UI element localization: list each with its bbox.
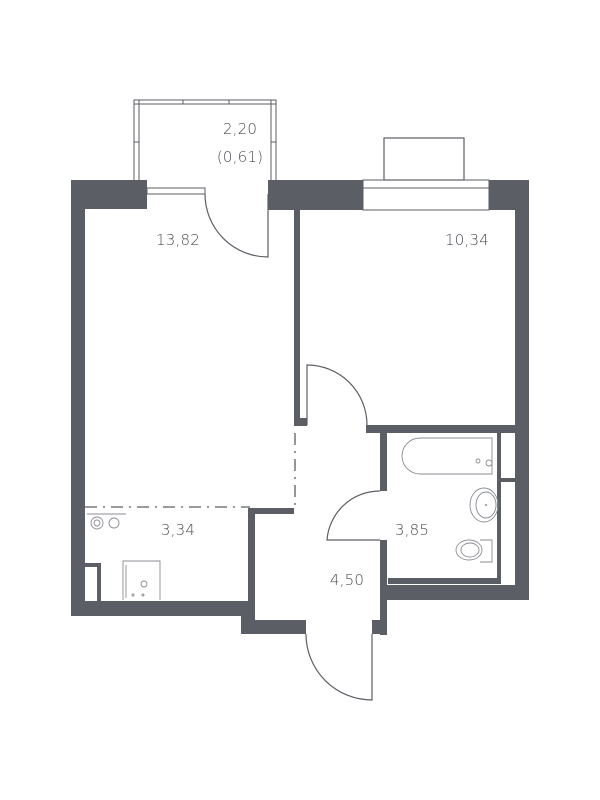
doors[interactable] <box>204 193 381 701</box>
toilet-icon <box>455 539 493 563</box>
bedroom-area-label: 10,34 <box>445 231 489 249</box>
balcony-railing <box>133 99 277 183</box>
stove-icon <box>87 513 126 530</box>
ac-unit <box>383 137 465 181</box>
balcony-door <box>204 193 269 258</box>
hallway-area-label: 4,50 <box>329 571 365 589</box>
balcony-area-label: 2,20 <box>222 120 258 138</box>
entrance-door <box>305 633 373 701</box>
walls <box>71 179 529 635</box>
bathroom-door <box>326 490 381 541</box>
bathtub-icon <box>401 437 493 475</box>
balcony-coef-area-label: (0,61) <box>216 148 264 166</box>
sink-icon <box>469 487 499 523</box>
kitchen-sink-icon <box>122 560 161 600</box>
bedroom-door <box>306 364 368 426</box>
bathroom-area-label: 3,85 <box>394 521 430 539</box>
living-room-area-label: 13,82 <box>156 231 200 249</box>
kitchen-area-label: 3,34 <box>160 521 196 539</box>
